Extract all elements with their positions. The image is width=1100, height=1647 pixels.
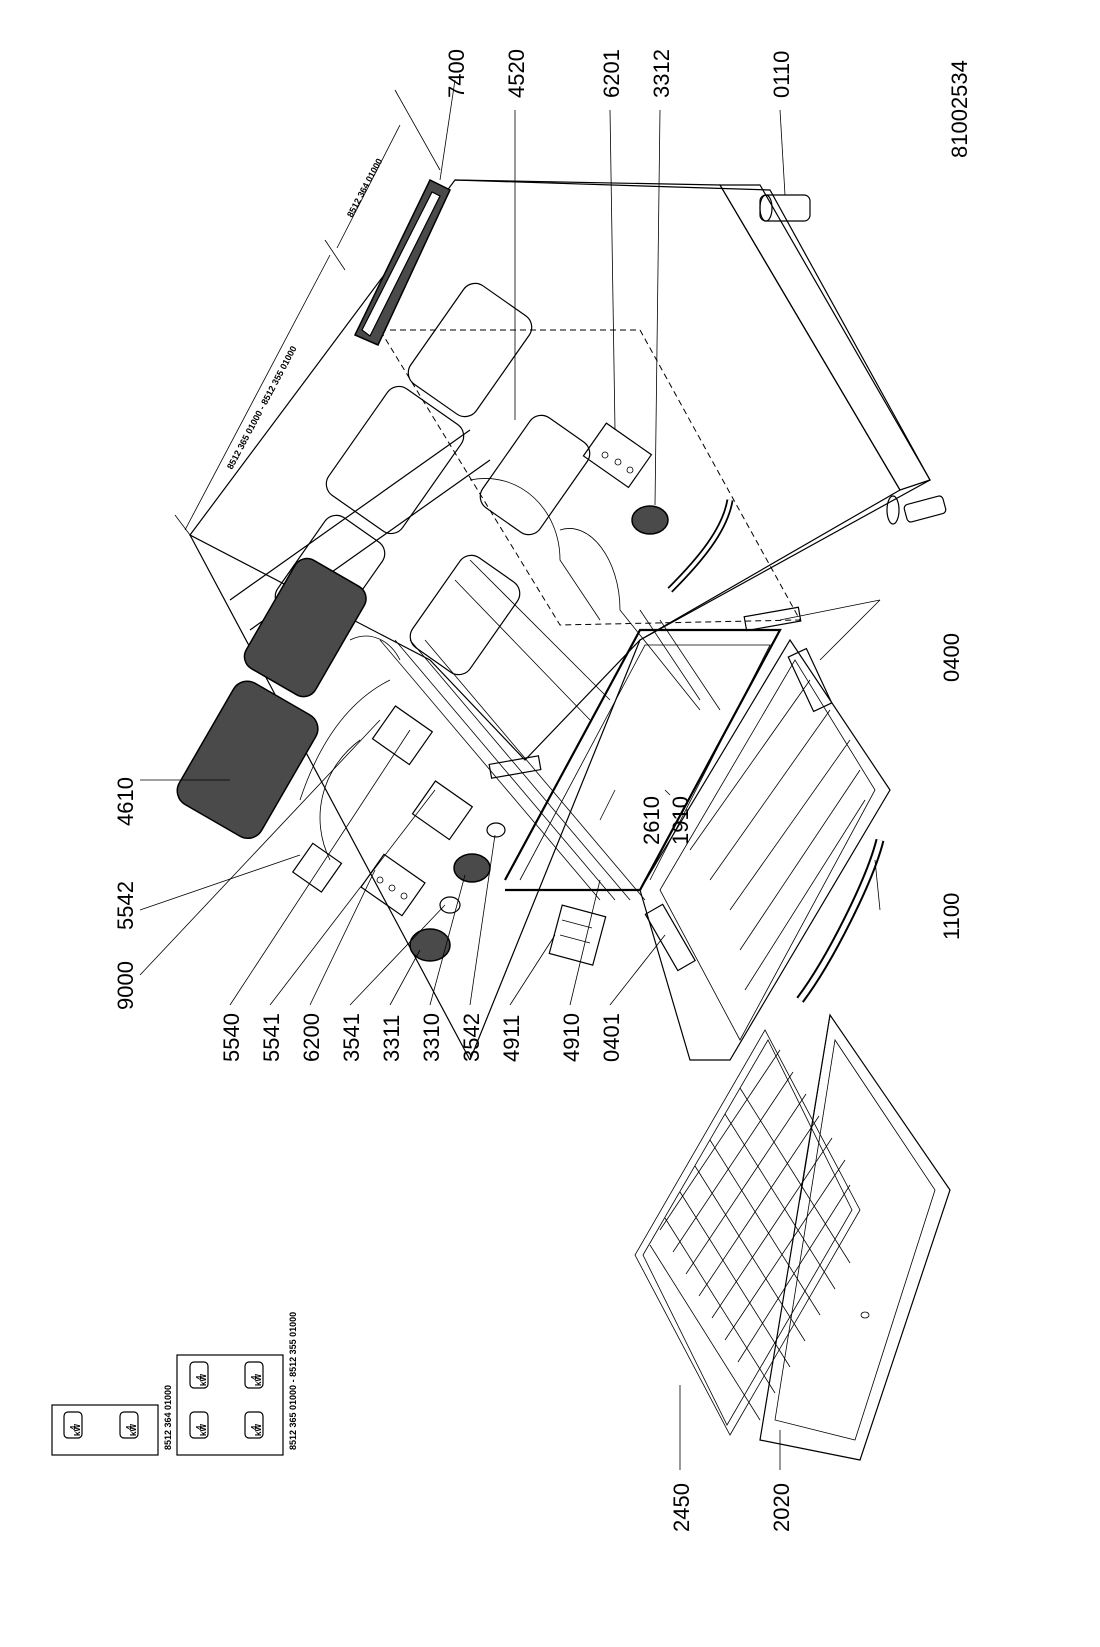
regulator-5541: [411, 780, 474, 841]
dimension-lines: [174, 89, 441, 536]
legend-caption-combo: 8512 365 01000 - 8512 355 01000: [288, 1312, 298, 1450]
label-2020: 2020: [769, 1483, 794, 1532]
label-3312: 3312: [649, 49, 674, 98]
label-1100: 1100: [939, 893, 964, 940]
label-0110: 0110: [769, 51, 794, 98]
zone-value-6: 4: [250, 1425, 259, 1430]
hinge-0400: [743, 606, 833, 713]
zone-unit-2: kW: [129, 1424, 138, 1436]
leader-lines: [139, 79, 881, 1470]
knob-3311: [409, 928, 451, 962]
label-drawing-number: 81002534: [947, 60, 972, 158]
pilot-light-3541: [439, 896, 461, 914]
terminal-9000: [488, 755, 542, 779]
knob-3312: [631, 505, 669, 535]
zone-value-1: 4: [69, 1425, 78, 1430]
zone-unit-5: kW: [199, 1424, 208, 1436]
label-3542: 3542: [459, 1013, 484, 1062]
zone-value-3: 4: [195, 1375, 204, 1380]
part-number-labels: 7400 4520 6201 3312 0110 81002534 0400 1…: [113, 49, 972, 1532]
door-handle-1100: [796, 838, 885, 1003]
cabinet-body: [189, 179, 947, 1061]
label-4910: 4910: [559, 1013, 584, 1062]
dimension-combo-text: 8512 365 01000 - 8512 355 01000: [225, 344, 299, 471]
zone-value-5: 4: [195, 1425, 204, 1430]
label-5542: 5542: [113, 881, 138, 930]
legend-box-combo: 4 kW 4 kW 4 kW 4 kW 8512 365 01000 - 851…: [176, 1312, 298, 1456]
label-6201: 6201: [599, 49, 624, 98]
zone-unit-1: kW: [73, 1424, 82, 1436]
label-5541: 5541: [259, 1013, 284, 1062]
label-1910: 1910: [668, 796, 693, 845]
oven-door-panel: [639, 638, 891, 1061]
zone-value-4: 4: [250, 1375, 259, 1380]
hotplate-second: [243, 557, 367, 698]
switch-6201: [582, 422, 653, 489]
legend-caption-single: 8512 364 01000: [163, 1385, 173, 1450]
label-3310: 3310: [419, 1013, 444, 1062]
label-2450: 2450: [669, 1483, 694, 1532]
label-9000: 9000: [113, 961, 138, 1010]
knob-3310: [453, 853, 491, 883]
label-4610: 4610: [113, 777, 138, 826]
legend-box-single: 4 kW 4 kW 8512 364 01000: [51, 1385, 173, 1456]
label-0401: 0401: [599, 1013, 624, 1062]
hotplate-4610: [176, 680, 319, 840]
label-6200: 6200: [299, 1013, 324, 1062]
zone-unit-6: kW: [254, 1424, 263, 1436]
dimension-single-text: 8512 364 01000: [345, 157, 384, 219]
label-0400: 0400: [939, 633, 964, 682]
pilot-light-3542: [486, 822, 506, 838]
lamp-4911: [548, 904, 607, 966]
front-handle: [667, 499, 734, 593]
label-5540: 5540: [219, 1013, 244, 1062]
regulator-5540: [371, 705, 434, 766]
hinge-0401: [644, 903, 696, 972]
relay-5542: [291, 842, 343, 893]
label-4520: 4520: [504, 49, 529, 98]
label-3541: 3541: [339, 1013, 364, 1062]
vent-7400: [353, 178, 451, 346]
label-7400: 7400: [444, 49, 469, 98]
baking-tray-2020: [759, 1013, 951, 1461]
zone-unit-4: kW: [254, 1374, 263, 1386]
switch-6200: [360, 853, 426, 917]
zone-value-2: 4: [125, 1425, 134, 1430]
zone-unit-3: kW: [199, 1374, 208, 1386]
label-4911: 4911: [499, 1015, 524, 1062]
grid-shelf-2450: [634, 1029, 861, 1436]
oven-door-frame: [504, 628, 782, 892]
label-3311: 3311: [379, 1015, 404, 1062]
label-2610: 2610: [639, 796, 664, 845]
wiring: [299, 635, 401, 861]
